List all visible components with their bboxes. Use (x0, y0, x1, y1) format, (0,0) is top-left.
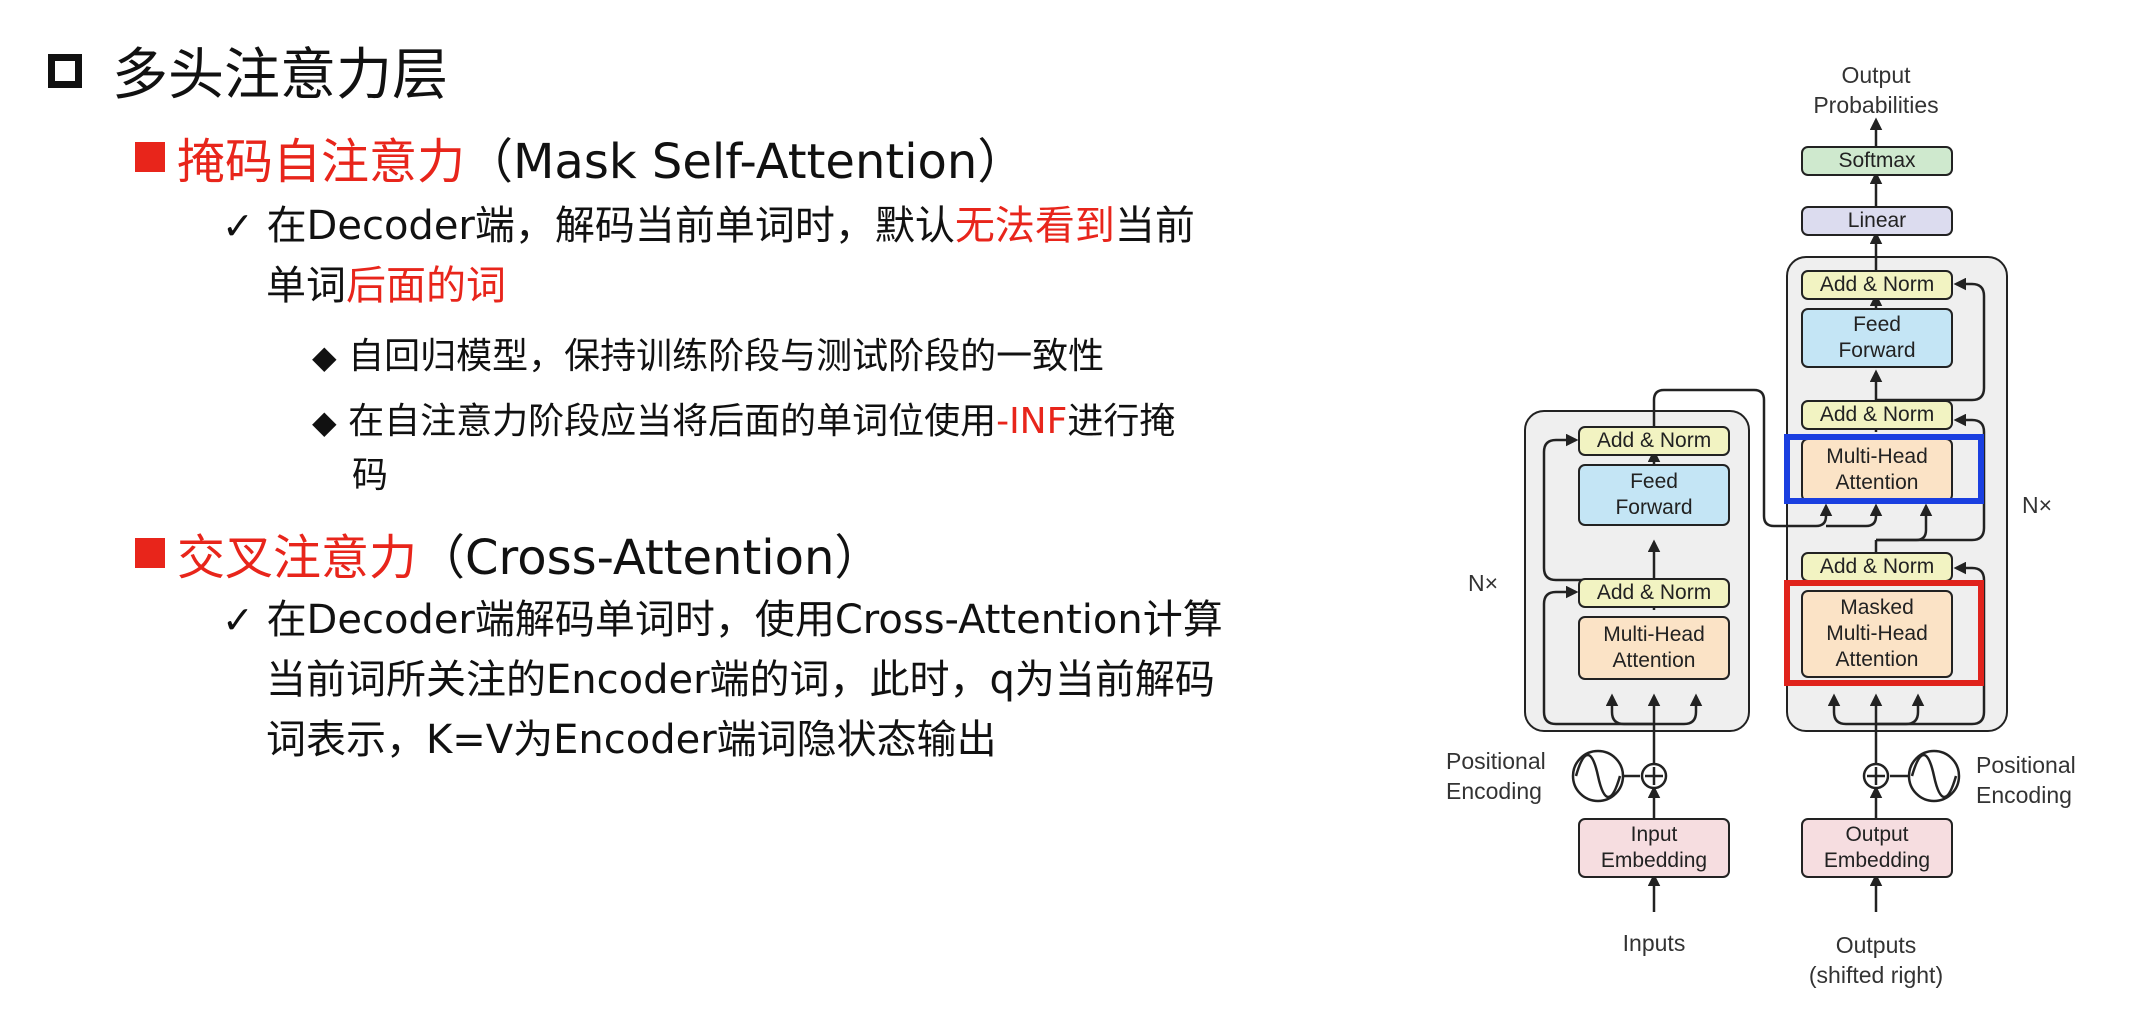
input-embedding-line1: Input (1630, 823, 1678, 846)
cross-item-line3: 词表示，K=V为Encoder端词隐状态输出 (266, 717, 997, 763)
add-norm-label: Add & Norm (1596, 581, 1712, 604)
mask-item-line2: 单词后面的词 (266, 256, 506, 316)
encoder-add-norm-2: Add & Norm (1578, 426, 1730, 456)
mask-sub-item-2: ◆ 在自注意力阶段应当将后面的单词位使用-INF进行掩 (312, 395, 1175, 449)
output-probabilities-line1: Output (1841, 62, 1911, 88)
mask-item-line1-red: 无法看到 (954, 203, 1115, 249)
section-cross-heading: 交叉注意力（Cross-Attention） (135, 518, 882, 588)
mask-sub-item-2-b: 进行掩 (1067, 401, 1176, 442)
linear-block: Linear (1801, 206, 1953, 236)
decoder-nx-label: N× (2022, 492, 2053, 518)
add-norm-label: Add & Norm (1596, 429, 1712, 452)
encoder-positional-encoding-label: Positional Encoding (1446, 746, 1546, 806)
check-icon: ✓ (222, 598, 254, 642)
masked-attention-highlight-box (1784, 580, 1984, 686)
decoder-add-norm-1: Add & Norm (1801, 552, 1953, 582)
section-cross-heading-red: 交叉注意力 (177, 530, 418, 586)
cross-attention-highlight-box (1784, 434, 1984, 504)
encoding-line2: Encoding (1976, 782, 2072, 808)
softmax-label: Softmax (1838, 149, 1916, 172)
feed-forward-line1: Feed (1853, 313, 1901, 336)
linear-label: Linear (1847, 209, 1907, 232)
checkbox-square-icon (48, 53, 82, 88)
add-norm-label: Add & Norm (1819, 403, 1935, 426)
red-square-bullet-icon (135, 538, 165, 568)
add-norm-label: Add & Norm (1819, 555, 1935, 578)
decoder-add-norm-2: Add & Norm (1801, 400, 1953, 430)
mask-item-line1-a: 在Decoder端，解码当前单词时，默认 (266, 203, 955, 249)
feed-forward-line1: Feed (1630, 470, 1678, 493)
decoder-add-norm-3: Add & Norm (1801, 270, 1953, 300)
cross-item-line1-text: 在Decoder端解码单词时，使用Cross-Attention计算 (266, 597, 1223, 643)
inputs-label: Inputs (1622, 930, 1686, 956)
mask-sub-item-2-red: -INF (996, 401, 1068, 442)
outputs-line2: (shifted right) (1808, 962, 1944, 988)
input-embedding-line2: Embedding (1600, 849, 1708, 872)
section-mask-heading-black: （Mask Self-Attention） (465, 134, 1026, 190)
mask-sub-item-2-cont: 码 (352, 455, 389, 496)
outputs-label: Outputs (shifted right) (1786, 930, 1966, 990)
check-icon: ✓ (222, 204, 254, 248)
masked-line1: Masked (1840, 596, 1914, 619)
attention-line2: Attention (1612, 649, 1696, 672)
diamond-bullet-icon: ◆ (312, 403, 337, 441)
mask-sub-item-1-text: 自回归模型，保持训练阶段与测试阶段的一致性 (348, 336, 1105, 377)
decoder-positional-encoding-label: Positional Encoding (1976, 750, 2076, 810)
cross-item-line1: ✓ 在Decoder端解码单词时，使用Cross-Attention计算 (222, 590, 1223, 650)
mask-sub-item-2-a: 在自注意力阶段应当将后面的单词位使用 (348, 401, 997, 442)
positional-line1: Positional (1976, 752, 2076, 778)
feed-forward-line2: Forward (1838, 339, 1916, 362)
mask-item-line2-a: 单词 (266, 263, 346, 309)
multi-head-line1: Multi-Head (1826, 445, 1928, 468)
masked-line2: Multi-Head (1826, 622, 1928, 645)
outputs-line1: Outputs (1835, 932, 1917, 958)
output-probabilities-line2: Probabilities (1813, 92, 1939, 118)
encoder-add-norm-1: Add & Norm (1578, 578, 1730, 608)
mask-item-line1-b: 当前 (1114, 203, 1195, 249)
mask-item-line2-red: 后面的词 (346, 263, 506, 309)
diamond-bullet-icon: ◆ (312, 338, 337, 376)
section-cross-heading-black: （Cross-Attention） (417, 530, 883, 586)
output-embedding-line2: Embedding (1823, 849, 1931, 872)
softmax-block: Softmax (1801, 146, 1953, 176)
feed-forward-line2: Forward (1615, 496, 1693, 519)
red-square-bullet-icon (135, 142, 165, 172)
mask-sub-item-1: ◆ 自回归模型，保持训练阶段与测试阶段的一致性 (312, 330, 1104, 384)
section-mask-heading-red: 掩码自注意力 (177, 134, 466, 190)
mask-item-line1: ✓ 在Decoder端，解码当前单词时，默认无法看到当前 (222, 196, 1195, 256)
section-mask-heading: 掩码自注意力（Mask Self-Attention） (135, 122, 1025, 192)
add-norm-label: Add & Norm (1819, 273, 1935, 296)
masked-line3: Attention (1835, 648, 1919, 671)
output-embedding-line1: Output (1845, 823, 1909, 846)
slide-title-text: 多头注意力层 (112, 43, 448, 108)
multi-head-line1: Multi-Head (1603, 623, 1705, 646)
encoder-nx-label: N× (1468, 570, 1499, 596)
output-probabilities-label: Output Probabilities (1796, 60, 1956, 120)
encoding-line2: Encoding (1446, 778, 1542, 804)
positional-line1: Positional (1446, 748, 1546, 774)
cross-item-line2: 当前词所关注的Encoder端的词，此时，q为当前解码 (266, 657, 1215, 703)
slide-title: 多头注意力层 (48, 30, 448, 111)
attention-line2: Attention (1835, 471, 1919, 494)
